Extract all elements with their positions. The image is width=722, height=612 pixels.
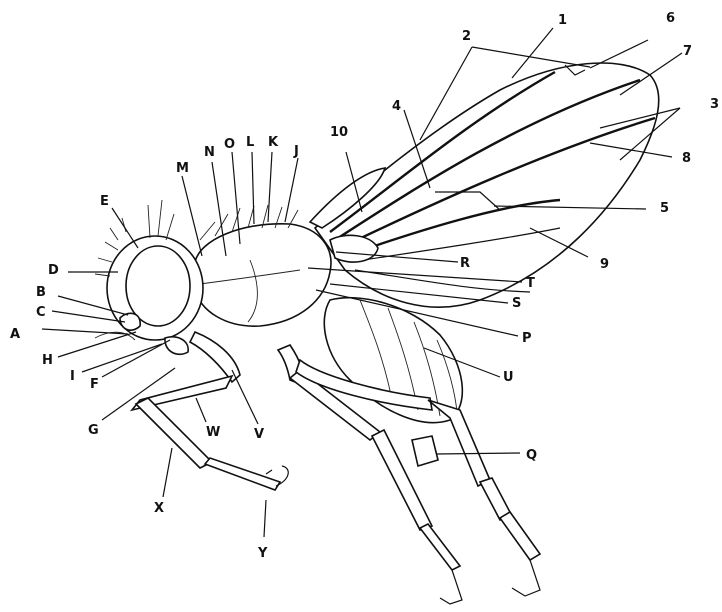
label-L: L [246,135,254,150]
label-D: D [48,263,59,278]
label-K: K [268,135,279,150]
label-W: W [206,425,220,440]
label-H: H [42,353,53,368]
label-M: M [176,161,189,176]
label-G: G [88,423,99,438]
thorax [195,205,331,326]
label-O: O [224,137,235,152]
label-4: 4 [392,99,401,114]
label-F: F [90,377,99,392]
label-3: 3 [710,97,719,112]
label-9: 9 [600,257,609,272]
label-Y: Y [257,546,268,561]
front-leg [132,332,288,490]
label-1: 1 [558,13,567,28]
label-N: N [204,145,215,160]
label-J: J [293,144,299,159]
label-C: C [36,305,46,320]
label-T: T [526,276,535,291]
label-2: 2 [462,29,471,44]
label-Q: Q [526,448,537,463]
label-U: U [503,370,514,385]
label-S: S [512,296,521,311]
label-E: E [100,194,109,209]
label-7: 7 [683,44,692,59]
head [95,200,203,354]
label-10: 10 [330,125,348,140]
label-R: R [460,256,470,271]
label-B: B [36,285,46,300]
label-I: I [70,369,75,384]
label-A: A [10,327,20,342]
label-P: P [522,331,532,346]
label-X: X [154,501,164,516]
label-5: 5 [660,201,669,216]
label-6: 6 [666,11,675,26]
label-8: 8 [682,151,691,166]
label-V: V [254,427,264,442]
